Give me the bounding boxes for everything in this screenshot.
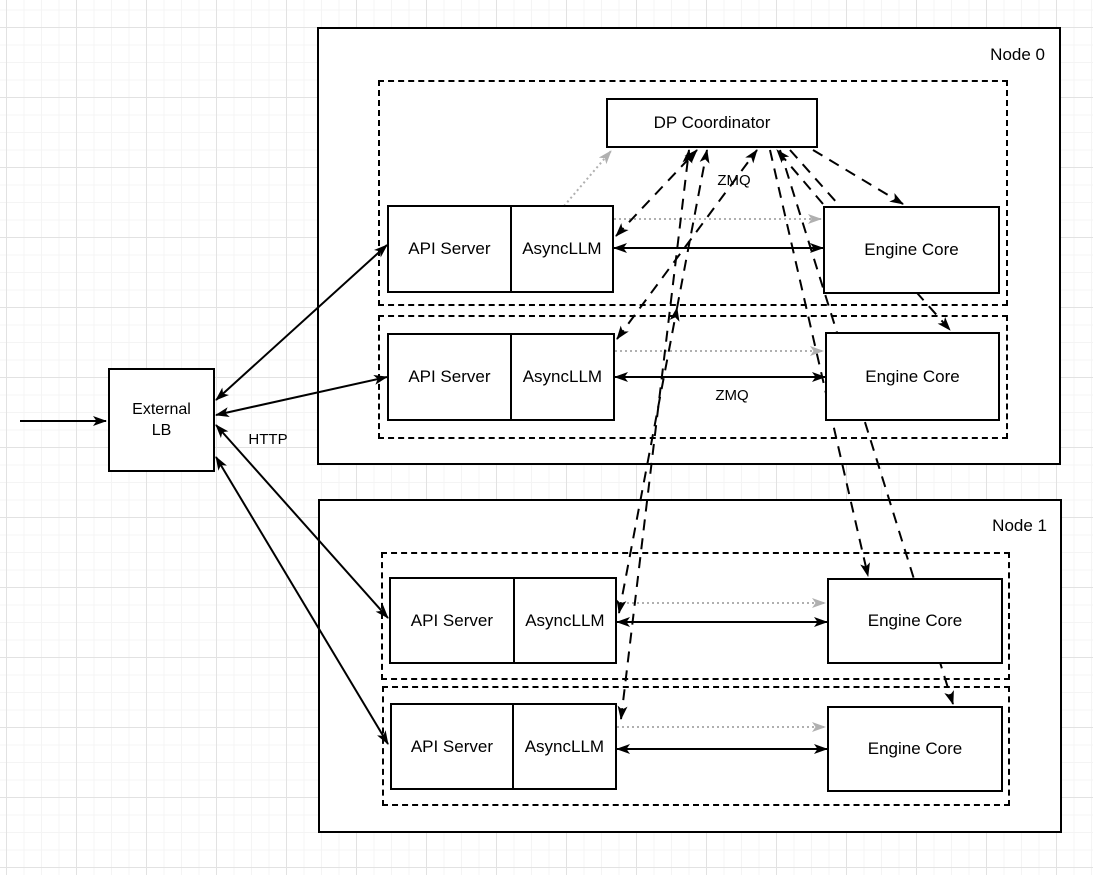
- dp-coordinator-box: DP Coordinator: [606, 98, 818, 148]
- external-lb-label-line2: LB: [151, 422, 172, 439]
- external-lb-label-line1: External: [132, 401, 191, 418]
- node1-row2-engine-core-box: Engine Core: [827, 706, 1003, 792]
- node1-row1-asyncllm-label: AsyncLLM: [512, 579, 615, 662]
- zmq-label-mid: ZMQ: [715, 387, 749, 404]
- node1-row1-api-server-label: API Server: [410, 610, 493, 630]
- node1-row2-engine-core-label: Engine Core: [867, 739, 963, 758]
- node0-row1-engine-core-box: Engine Core: [823, 206, 1000, 294]
- node0-row2-api-server-label: API Server: [408, 367, 491, 386]
- node1-row1-engine-core-box: Engine Core: [827, 578, 1003, 664]
- zmq-label-top: ZMQ: [717, 172, 751, 189]
- node0-row1-api-server-label: API Server: [408, 239, 491, 258]
- node1-label: Node 1: [992, 516, 1047, 535]
- http-label: HTTP: [248, 431, 288, 448]
- node0-row1-api-async-box: API Server AsyncLLM: [387, 205, 614, 293]
- node0-row2-engine-core-label: Engine Core: [865, 366, 960, 386]
- node1-row2-asyncllm-label: AsyncLLM: [511, 705, 615, 788]
- node0-row1-asyncllm-label: AsyncLLM: [509, 207, 612, 291]
- external-lb-box: External LB: [108, 368, 215, 472]
- node1-row2-api-async-box: API Server AsyncLLM: [390, 703, 617, 790]
- node0-row2-engine-core-box: Engine Core: [825, 332, 1000, 421]
- node1-replica2-group: [382, 686, 1010, 806]
- node0-row1-engine-core-label: Engine Core: [864, 240, 959, 259]
- node1-row1-api-async-box: API Server AsyncLLM: [389, 577, 617, 664]
- node1-row2-api-server-label: API Server: [410, 736, 494, 756]
- node0-label: Node 0: [990, 45, 1045, 64]
- node0-row2-asyncllm-label: AsyncLLM: [509, 335, 613, 419]
- dp-coordinator-label: DP Coordinator: [653, 113, 771, 132]
- node1-row1-engine-core-label: Engine Core: [867, 611, 963, 630]
- node0-row2-api-async-box: API Server AsyncLLM: [387, 333, 615, 421]
